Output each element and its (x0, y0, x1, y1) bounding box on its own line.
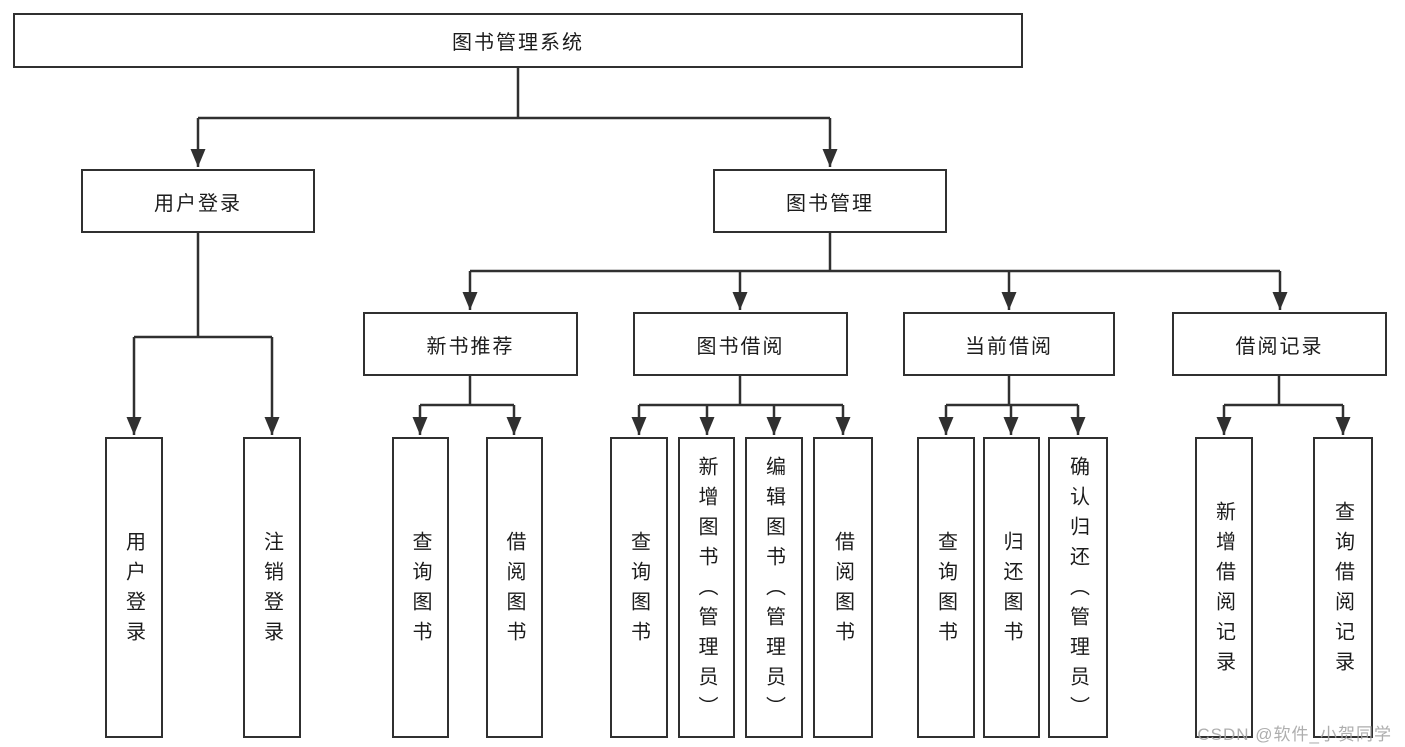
leaf-cb-query-book: 查询图书 (917, 437, 975, 738)
leaf-cb-return-book: 归还图书 (983, 437, 1040, 738)
edges-user-login (126, 233, 280, 435)
node-root-system: 图书管理系统 (13, 13, 1023, 68)
edges-book-borrow (631, 376, 851, 435)
leaf-bb-add-book-admin: 新增图书（管理员） (678, 437, 735, 738)
node-current-borrow: 当前借阅 (903, 312, 1115, 376)
leaf-br-query-record: 查询借阅记录 (1313, 437, 1373, 738)
leaf-bb-edit-book-admin: 编辑图书（管理员） (745, 437, 803, 738)
leaf-rec-borrow-book: 借阅图书 (486, 437, 543, 738)
node-borrow-records: 借阅记录 (1172, 312, 1387, 376)
leaf-user-login: 用户登录 (105, 437, 163, 738)
node-new-book-recommend: 新书推荐 (363, 312, 578, 376)
node-user-login: 用户登录 (81, 169, 315, 233)
node-book-borrow: 图书借阅 (633, 312, 848, 376)
leaf-bb-query-book: 查询图书 (610, 437, 668, 738)
leaf-br-add-record: 新增借阅记录 (1195, 437, 1253, 738)
node-book-management: 图书管理 (713, 169, 947, 233)
edges-borrow-records (1216, 376, 1351, 435)
csdn-watermark: CSDN @软件_小贺同学 (1197, 725, 1392, 744)
leaf-logout: 注销登录 (243, 437, 301, 738)
edges-current-borrow (938, 376, 1086, 435)
leaf-cb-confirm-return-admin: 确认归还（管理员） (1048, 437, 1108, 738)
leaf-bb-borrow-book: 借阅图书 (813, 437, 873, 738)
edges-root (190, 68, 838, 167)
edges-book-management (462, 233, 1288, 310)
edges-new-book-recommend (412, 376, 522, 435)
leaf-rec-query-book: 查询图书 (392, 437, 449, 738)
